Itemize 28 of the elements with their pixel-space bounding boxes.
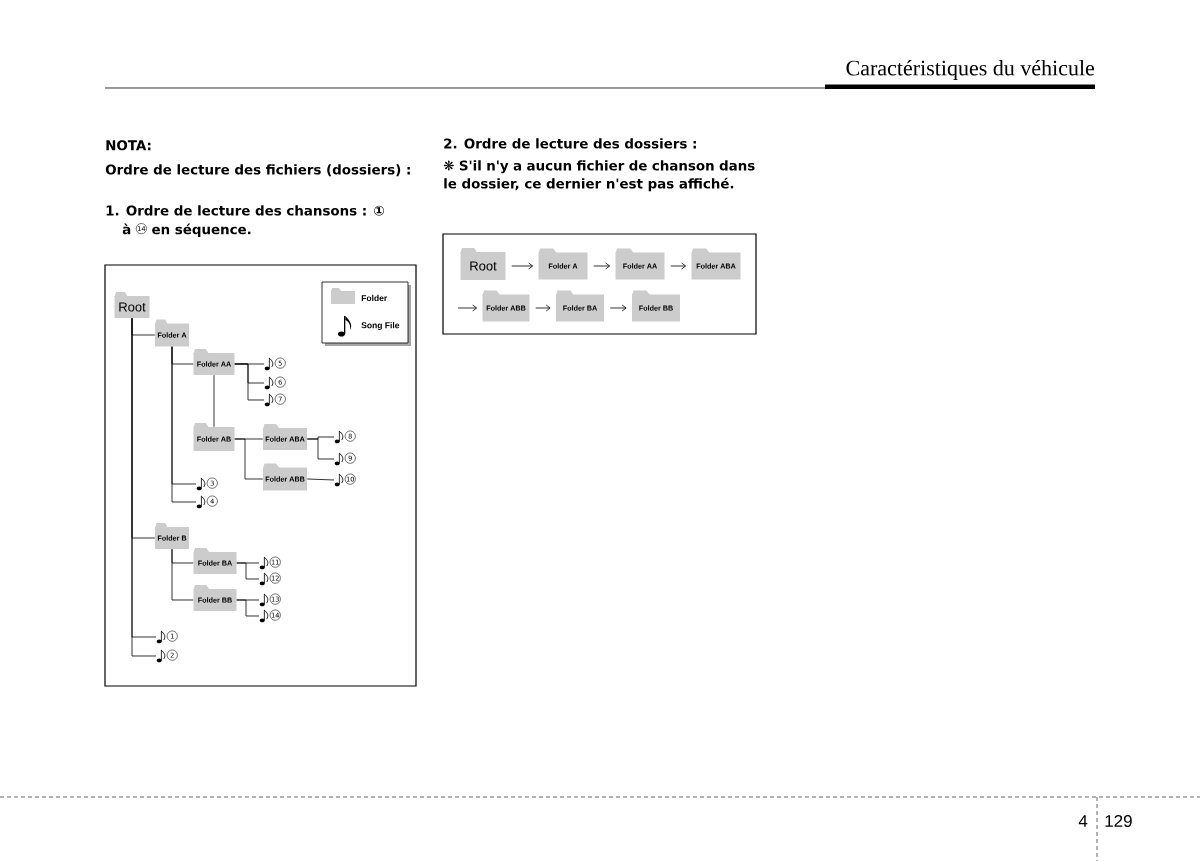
page-number: 129 <box>1105 815 1132 827</box>
note-text: 1. Ordre de lecture des chansons : ① <box>106 205 384 216</box>
page-header: Caractéristiques du véhicule <box>846 60 1095 80</box>
tree-line <box>236 562 260 580</box>
tree-line <box>171 548 194 601</box>
folder-box: Root <box>460 248 506 280</box>
legend-text: Folder <box>361 294 388 302</box>
note-text: à <box>122 223 131 235</box>
note-text: ❋ S'il n'y a aucun fichier de chanson dans le dossier, ce dernier n'est pas affiché. <box>443 160 755 192</box>
tree-line <box>306 478 335 481</box>
note-text: 2. Ordre de lecture des dossiers : <box>444 138 696 149</box>
arrow <box>535 304 551 312</box>
arrow <box>511 262 534 270</box>
arrow <box>457 304 478 312</box>
tree-line <box>234 438 264 480</box>
note-heading: NOTA: <box>106 140 151 151</box>
page-number: 4 <box>1078 815 1088 827</box>
tree-line <box>306 438 335 460</box>
tree-line <box>213 374 215 428</box>
legend-text: Song File <box>361 322 400 330</box>
note-text: Ordre de lecture des fichiers (dossiers) : <box>105 164 410 177</box>
arrow <box>593 262 611 270</box>
note-text: en séquence. <box>152 223 251 237</box>
folder-box: Root <box>114 292 150 318</box>
arrow <box>670 262 687 270</box>
tree-line <box>234 363 265 401</box>
arrow <box>609 304 627 312</box>
tree-line <box>236 599 260 617</box>
